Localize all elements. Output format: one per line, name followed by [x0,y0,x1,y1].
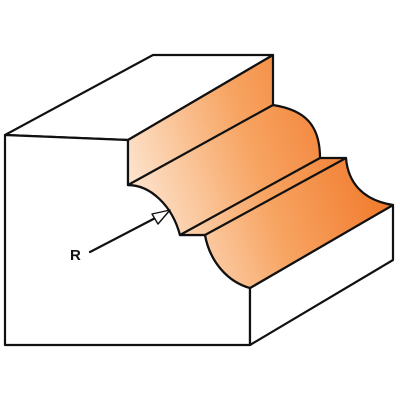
radius-arrow-line [88,212,165,254]
profile-edge-upper-valley [126,103,275,187]
radius-arrowhead-icon [151,209,171,225]
radius-label: R [70,247,81,264]
profile-edge-upper-fillet [178,156,322,237]
profile-surface [126,53,395,290]
profile-edge-lower-fillet [203,156,348,237]
